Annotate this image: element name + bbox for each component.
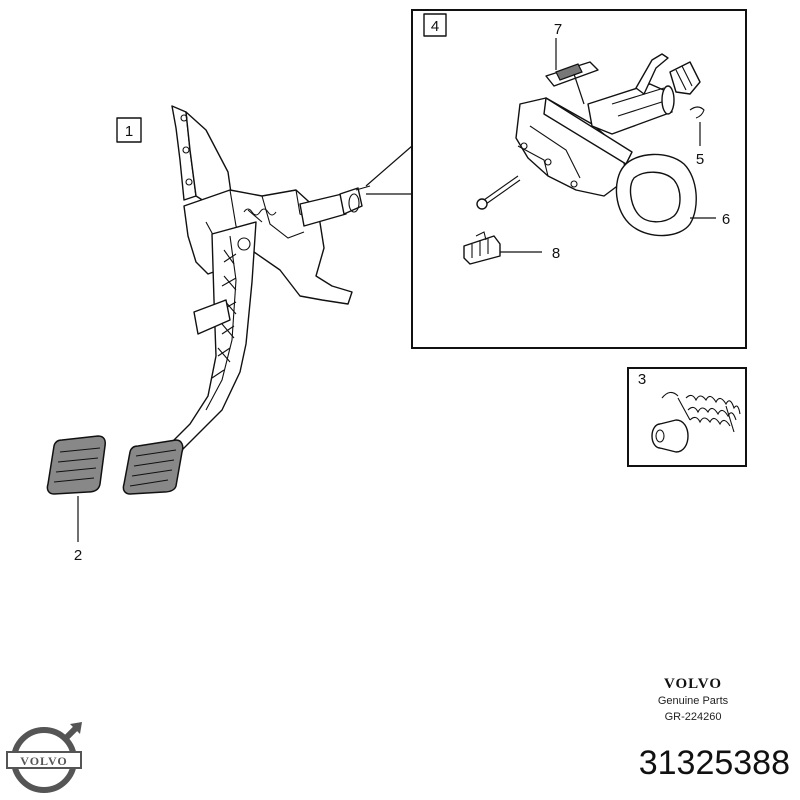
part-number: 31325388 xyxy=(639,744,790,782)
volvo-logo: VOLVO xyxy=(6,722,82,793)
part-3-bushing xyxy=(651,419,689,453)
zoom-connector xyxy=(365,145,413,195)
part-6-gasket: 6 xyxy=(615,153,730,237)
footer-tagline: Genuine Parts xyxy=(658,695,729,707)
svg-text:4: 4 xyxy=(431,18,439,35)
svg-text:3: 3 xyxy=(638,371,646,388)
part-8-clip: 8 xyxy=(463,231,560,265)
part-5-pin: 5 xyxy=(689,106,705,168)
footer-brand: VOLVO xyxy=(664,676,722,692)
detail-box-4: 4 7 xyxy=(411,9,747,349)
part-7-clip: 7 xyxy=(545,21,599,105)
master-cylinder-detail xyxy=(476,53,701,210)
svg-text:5: 5 xyxy=(696,151,704,168)
svg-text:1: 1 xyxy=(125,123,133,140)
pedal-pad-part xyxy=(46,435,106,495)
svg-text:VOLVO: VOLVO xyxy=(20,754,67,768)
svg-text:2: 2 xyxy=(74,547,82,564)
detail-box-3: 3 xyxy=(627,367,747,467)
callout-1: 1 xyxy=(116,117,142,143)
callout-2: 2 xyxy=(74,496,82,564)
footer-branding: VOLVO Genuine Parts GR-224260 xyxy=(658,676,729,723)
svg-text:7: 7 xyxy=(554,21,562,38)
part-3-spring xyxy=(661,391,741,433)
pedal-assembly xyxy=(122,105,371,495)
svg-text:6: 6 xyxy=(722,211,730,228)
svg-text:8: 8 xyxy=(552,245,560,262)
footer-reference: GR-224260 xyxy=(665,711,722,723)
